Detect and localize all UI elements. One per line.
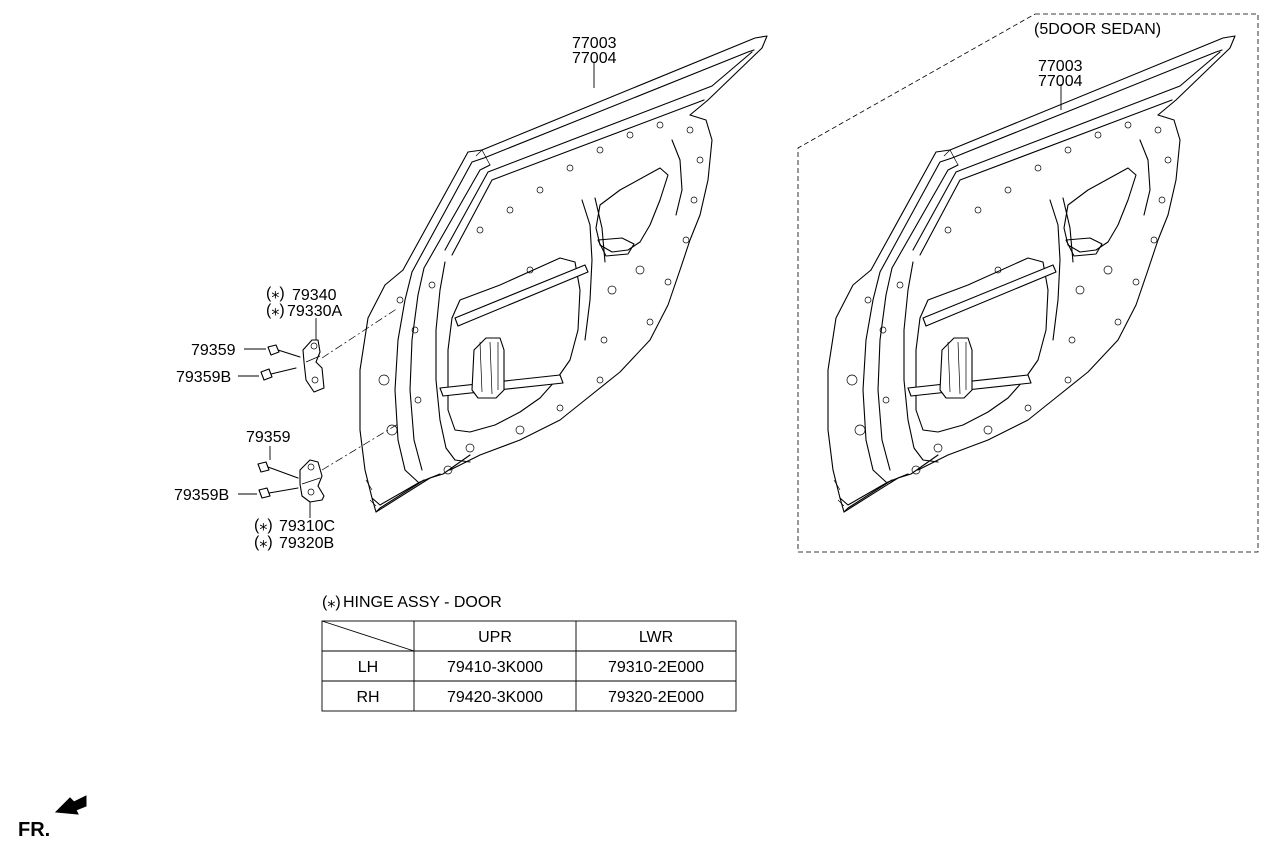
part-label-79359-upper: 79359 (191, 342, 236, 359)
table-row-rh-upr: 79420-3K000 (447, 689, 543, 706)
part-label-79310c: 79310C (279, 518, 335, 535)
table-row-lh-side: LH (358, 659, 378, 676)
lower-bolt-79359 (257, 461, 299, 479)
front-arrow-icon (54, 795, 87, 815)
table-row-lh-lwr: 79310-2E000 (608, 659, 704, 676)
part-label-77003-right: 77003 (1038, 58, 1083, 75)
part-label-77004-left: 77004 (572, 50, 617, 67)
part-label-79340: 79340 (292, 287, 337, 304)
part-label-79330a: 79330A (287, 303, 342, 320)
variant-title: (5DOOR SEDAN) (1034, 21, 1161, 38)
upper-hinge-alignment-line (321, 307, 399, 359)
part-label-79359-lower: 79359 (246, 429, 291, 446)
asterisk-mark: (⁎) (254, 517, 273, 534)
asterisk-mark: (⁎) (266, 285, 285, 302)
rear-door-panel-sedan (827, 35, 1236, 513)
front-label: FR. (18, 819, 50, 841)
upper-bolt-79359 (267, 344, 301, 358)
part-label-79359b-upper: 79359B (176, 369, 231, 386)
part-label-79320b: 79320B (279, 535, 334, 552)
rear-door-panel-left (359, 35, 768, 513)
table-row-lh-upr: 79410-3K000 (447, 659, 543, 676)
part-label-79359b-lower: 79359B (174, 487, 229, 504)
lower-hinge (299, 459, 325, 503)
table-corner-diagonal (321, 620, 415, 652)
upper-bolt-79359b (260, 367, 297, 381)
hinge-assy-table: (⁎) HINGE ASSY - DOOR UPR LWR LH 79410-3… (321, 594, 737, 712)
table-title: HINGE ASSY - DOOR (343, 594, 502, 611)
table-row-rh-lwr: 79320-2E000 (608, 689, 704, 706)
lower-bolt-79359b (258, 487, 299, 499)
table-header-upr: UPR (478, 629, 512, 646)
table-header-lwr: LWR (639, 629, 673, 646)
front-direction-indicator: FR. (18, 795, 87, 841)
asterisk-mark: (⁎) (266, 302, 285, 319)
part-label-77003-left: 77003 (572, 35, 617, 52)
lower-hinge-alignment-line (321, 423, 399, 471)
variant-dashed-boundary (797, 13, 1259, 553)
table-asterisk-mark: (⁎) (322, 594, 341, 611)
part-label-77004-right: 77004 (1038, 73, 1083, 90)
upper-hinge (302, 339, 325, 393)
asterisk-mark: (⁎) (254, 534, 273, 551)
table-row-rh-side: RH (356, 689, 379, 706)
